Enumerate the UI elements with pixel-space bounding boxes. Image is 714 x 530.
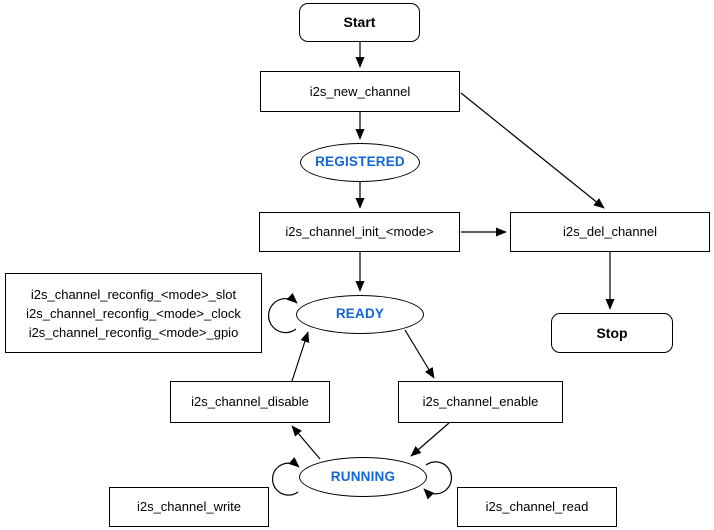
edge-running-to-disable xyxy=(291,425,321,460)
node-i2s-channel-read: i2s_channel_read xyxy=(457,487,617,527)
loop-running-read xyxy=(423,461,453,500)
reconfig-line-gpio: i2s_channel_reconfig_<mode>_gpio xyxy=(28,324,239,340)
node-i2s-channel-reconfig: i2s_channel_reconfig_<mode>_slot i2s_cha… xyxy=(5,273,262,353)
node-i2s-channel-enable: i2s_channel_enable xyxy=(398,381,563,423)
state-running: RUNNING xyxy=(299,457,427,497)
node-stop: Stop xyxy=(551,313,673,353)
edge-new-channel-to-del-channel xyxy=(460,92,605,209)
edge-ready-to-enable xyxy=(404,329,435,379)
node-start: Start xyxy=(299,3,420,42)
node-i2s-channel-write: i2s_channel_write xyxy=(109,487,269,527)
node-i2s-new-channel: i2s_new_channel xyxy=(260,71,460,112)
node-i2s-del-channel: i2s_del_channel xyxy=(510,212,710,252)
state-ready: READY xyxy=(296,295,424,334)
node-i2s-channel-init: i2s_channel_init_<mode> xyxy=(259,212,460,252)
loop-ready-reconfig xyxy=(267,292,298,334)
edge-enable-to-running xyxy=(410,422,450,457)
state-registered: REGISTERED xyxy=(300,143,420,182)
reconfig-line-clock: i2s_channel_reconfig_<mode>_clock xyxy=(26,305,241,321)
node-i2s-channel-disable: i2s_channel_disable xyxy=(170,381,330,423)
loop-running-write xyxy=(271,456,300,496)
reconfig-line-slot: i2s_channel_reconfig_<mode>_slot xyxy=(30,286,237,302)
edge-disable-to-ready xyxy=(291,331,310,382)
